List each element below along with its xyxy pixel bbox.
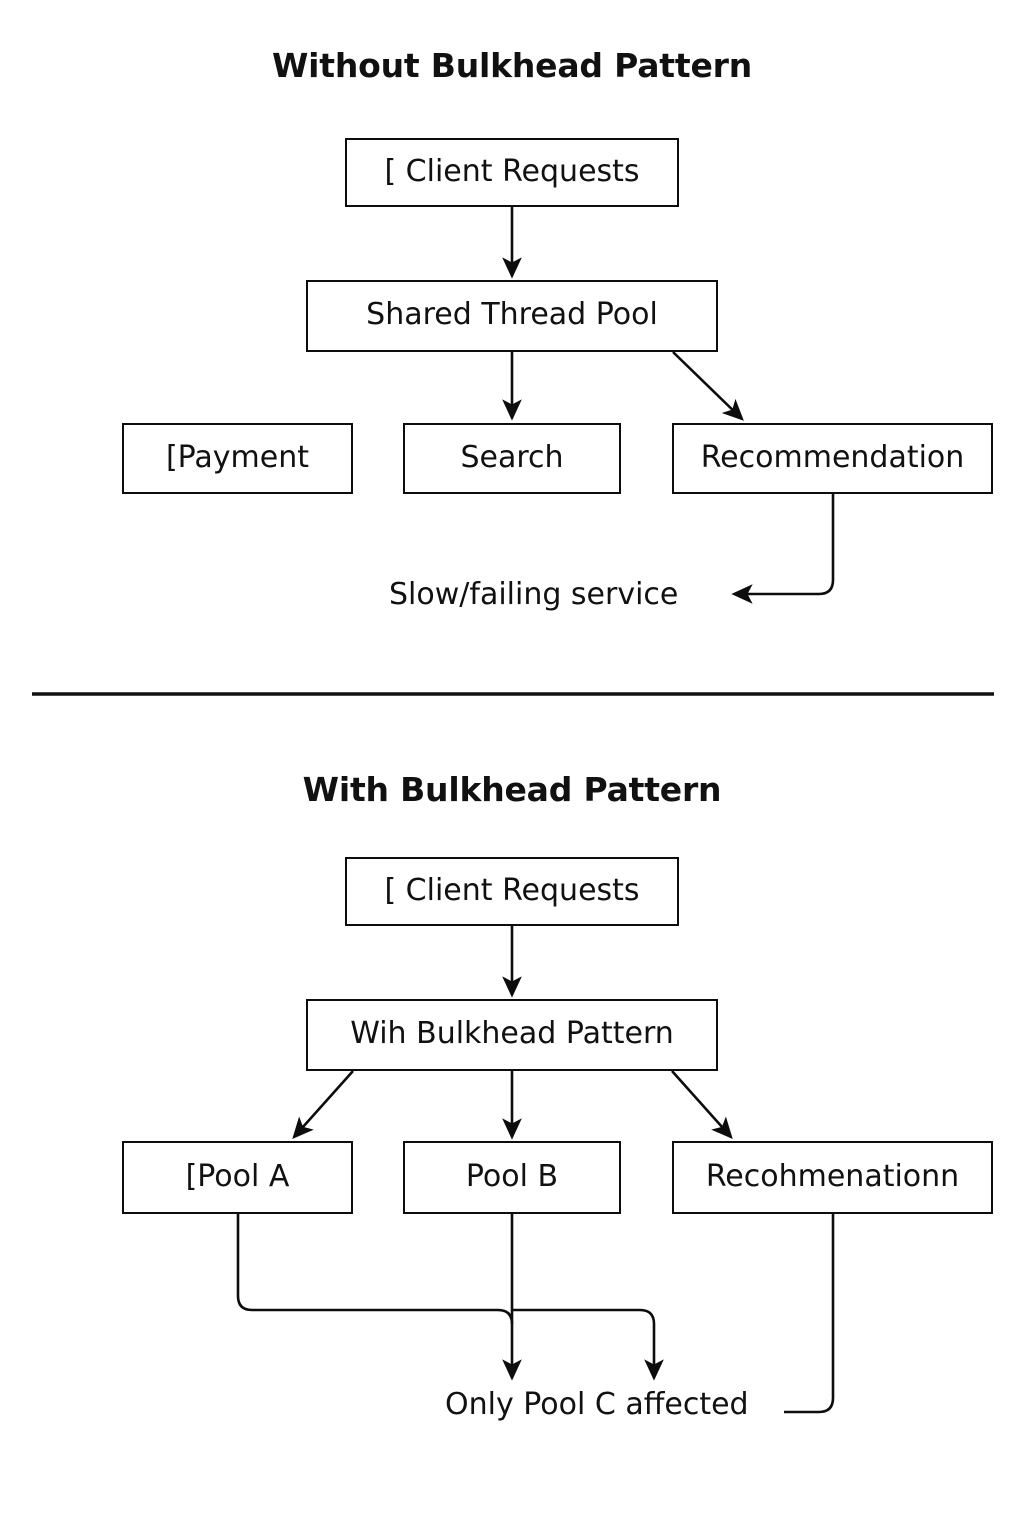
connector-pool-a-to-merge — [236, 1214, 514, 1325]
node-pool-b-label: Pool B — [465, 1158, 559, 1194]
node-client-requests-2[interactable]: [ Client Requests — [345, 857, 679, 926]
node-recommenationn-label: Recohmenationn — [705, 1158, 960, 1194]
node-shared-thread-pool[interactable]: Shared Thread Pool — [306, 280, 718, 352]
node-recommendation[interactable]: Recommendation — [672, 423, 993, 494]
node-recommenationn[interactable]: Recohmenationn — [672, 1141, 993, 1214]
arrow-bulkhead-to-pool-a — [292, 1070, 354, 1139]
node-pool-a[interactable]: [Pool A — [122, 1141, 353, 1214]
node-bulkhead-pattern[interactable]: Wih Bulkhead Pattern — [306, 999, 718, 1071]
arrow-shared-pool-to-recommendation — [672, 351, 744, 421]
node-shared-thread-pool-label: Shared Thread Pool — [366, 297, 658, 332]
node-recommendation-label: Recommendation — [700, 439, 965, 475]
section-title-without-bulkhead: Without Bulkhead Pattern — [271, 46, 753, 85]
node-client-requests[interactable]: [ Client Requests — [345, 138, 679, 207]
arrow-bulkhead-to-recommenationn — [671, 1070, 733, 1139]
node-payment-label: [Payment — [165, 439, 310, 475]
arrow-recommendation-to-slow-failing — [731, 494, 835, 604]
arrow-merge-branch-to-label — [512, 1308, 664, 1381]
node-search[interactable]: Search — [403, 423, 621, 494]
node-bulkhead-pattern-label: Wih Bulkhead Pattern — [350, 1016, 674, 1051]
annotation-slow-failing-service: Slow/failing service — [389, 577, 679, 612]
node-client-requests-2-label: [ Client Requests — [384, 872, 640, 908]
node-pool-a-label: [Pool A — [185, 1158, 290, 1194]
node-payment[interactable]: [Payment — [122, 423, 353, 494]
annotation-only-pool-c-affected: Only Pool C affected — [445, 1387, 749, 1422]
section-title-with-bulkhead: With Bulkhead Pattern — [302, 770, 722, 809]
node-pool-b[interactable]: Pool B — [403, 1141, 621, 1214]
node-client-requests-label: [ Client Requests — [384, 153, 640, 189]
node-search-label: Search — [460, 439, 564, 475]
connector-recommenationn-to-label — [784, 1214, 835, 1414]
